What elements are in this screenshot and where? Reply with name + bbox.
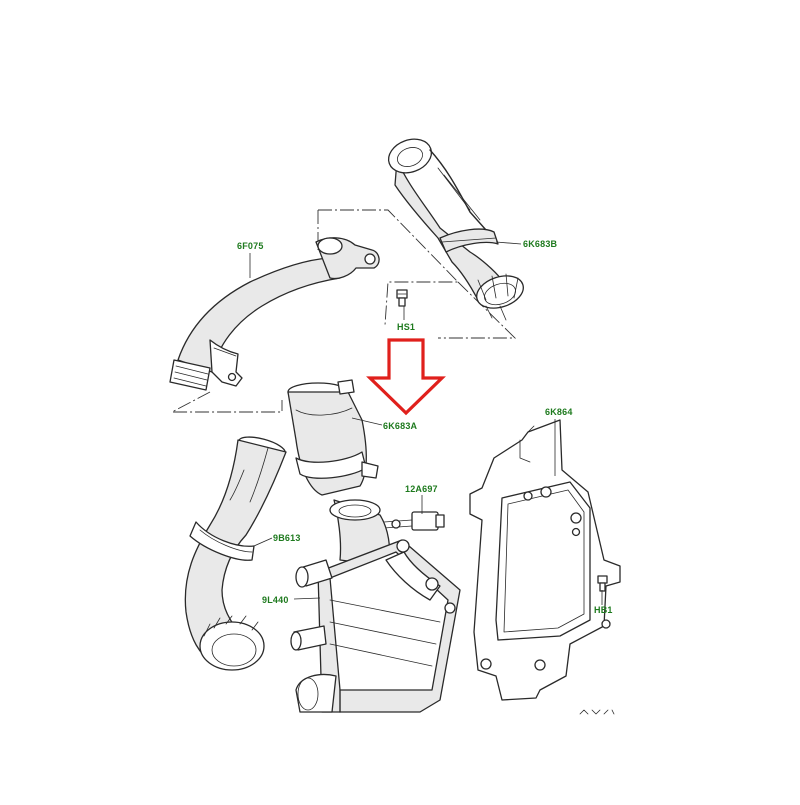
callout-9L440: 9L440 [262, 595, 289, 605]
bracket-6K864 [469, 419, 621, 701]
sensor-12A697 [383, 511, 445, 531]
callout-9B613: 9B613 [273, 533, 301, 543]
leader-lines [249, 241, 603, 605]
callout-6K864: 6K864 [545, 407, 573, 417]
callout-6F075: 6F075 [237, 241, 264, 251]
pipe-6F075 [169, 237, 380, 391]
callout-6K683A: 6K683A [383, 421, 418, 431]
drawing-reference-mark [579, 709, 615, 715]
intercooler-9L440 [290, 499, 461, 713]
bolt-HB1 [597, 575, 608, 592]
hose-6K683B [387, 138, 524, 321]
bolt-HS1 [396, 289, 408, 307]
callout-6K683B: 6K683B [523, 239, 558, 249]
callout-12A697: 12A697 [405, 484, 438, 494]
hose-6K683A [287, 379, 379, 496]
highlight-arrow [366, 338, 446, 416]
hose-9B613 [184, 436, 287, 671]
callout-HB1: HB1 [594, 605, 613, 615]
callout-HS1: HS1 [397, 322, 416, 332]
